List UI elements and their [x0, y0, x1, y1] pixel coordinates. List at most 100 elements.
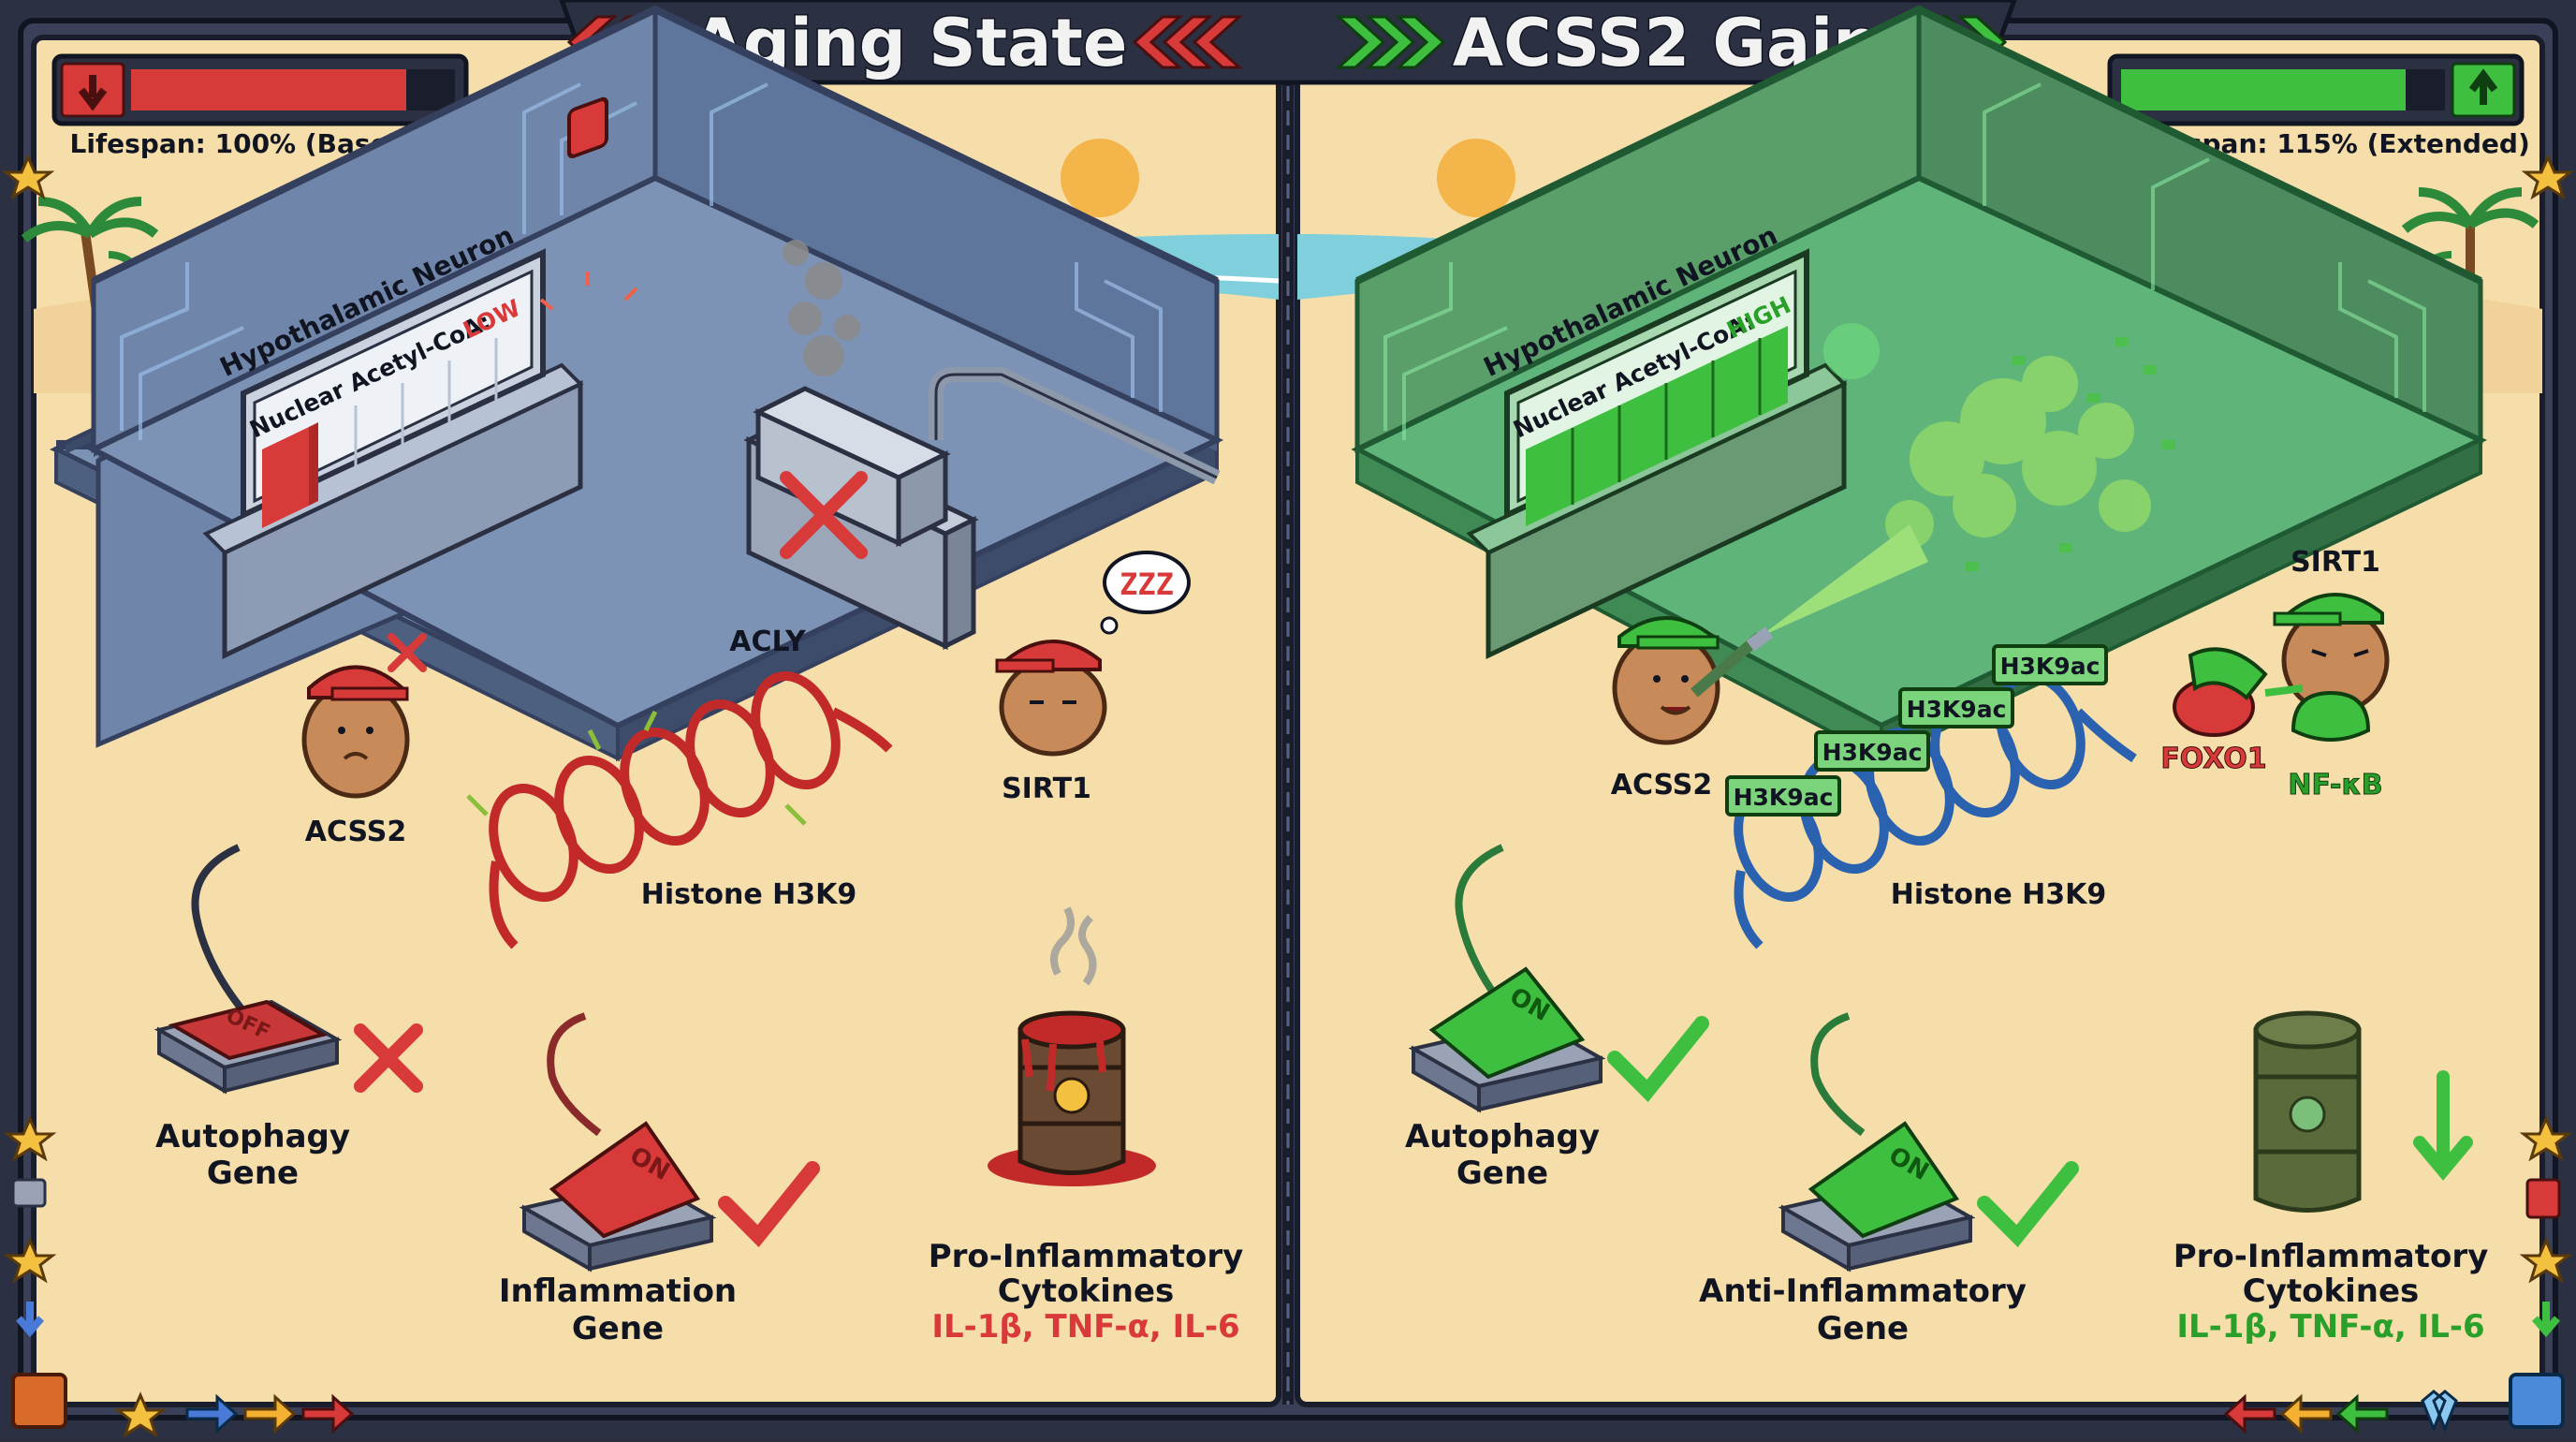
wall-circuits: [120, 82, 1163, 440]
red-check-icon: [718, 1161, 820, 1247]
battery-icon: [2525, 1178, 2561, 1219]
arrow-left-icon: [2335, 1393, 2389, 1435]
right-title: ACSS2 Gain: [1453, 5, 1880, 81]
barrel-gain: [2253, 1010, 2362, 1213]
red-x-icon: [780, 471, 868, 559]
heart-gem-icon: [2421, 1390, 2458, 1434]
gain-cytokines-label-2: Cytokines: [2243, 1273, 2420, 1310]
anti-inflammatory-on-switch: ON: [1778, 1121, 1976, 1273]
inflammation-on-switch: ON: [519, 1121, 717, 1273]
fumes-icon: [1050, 906, 1097, 986]
sirt1-character-aging: [995, 640, 1107, 757]
aging-console: [202, 248, 584, 659]
star-icon: [113, 1391, 168, 1438]
acetyl-low-fill: [262, 427, 309, 528]
menu-icon: [2509, 1373, 2565, 1429]
arrow-down-icon: [2531, 1302, 2561, 1338]
star-icon: [3, 1237, 57, 1284]
arrow-down-icon: [78, 75, 108, 111]
arrow-down-icon: [15, 1302, 45, 1338]
status-light-icon: [1823, 323, 1880, 379]
gain-acss2-label: ACSS2: [1611, 769, 1713, 802]
aging-sirt1-label: SIRT1: [1002, 772, 1091, 805]
gain-cytokines-label-1: Pro-Inflammatory: [2174, 1238, 2489, 1275]
gain-autophagy-label-2: Gene: [1456, 1155, 1548, 1192]
aging-cytokines-list: IL-1β, TNF-α, IL-6: [931, 1308, 1239, 1346]
wall-circuits: [1383, 82, 2426, 440]
arrow-right-icon: [301, 1393, 355, 1435]
nfkb-label: NF-κB: [2288, 769, 2382, 802]
star-icon: [2519, 1237, 2573, 1284]
aging-autophagy-label-2: Gene: [207, 1155, 299, 1192]
lifespan-fill-right: [2121, 69, 2406, 110]
gain-cytokines-list: IL-1β, TNF-α, IL-6: [2176, 1308, 2484, 1346]
aging-cytokines-label-2: Cytokines: [998, 1273, 1175, 1310]
star-icon: [2519, 1115, 2573, 1162]
inflammation-label-1: Inflammation: [499, 1273, 737, 1310]
acly-label: ACLY: [729, 625, 807, 658]
cable: [1810, 1012, 1866, 1137]
h3k9ac-tags: H3K9ac H3K9ac H3K9ac H3K9ac: [1725, 644, 2108, 817]
off-switch: OFF: [154, 999, 343, 1095]
star-icon: [2521, 154, 2575, 200]
title-bar: Aging State ACSS2 Gain: [559, 0, 2017, 85]
sleep-text: ZZZ: [1120, 566, 1174, 602]
acetyl-spray-icon: [1760, 356, 2151, 637]
aging-acss2-label: ACSS2: [305, 816, 407, 848]
small-x-icon: [388, 633, 427, 672]
sun-icon: [1437, 139, 1515, 217]
cable: [1455, 844, 1511, 1014]
lock-icon: [11, 1178, 47, 1208]
acetyl-high-fill: [1526, 326, 1788, 526]
star-icon: [1, 154, 55, 200]
right-lifespan-bar: Lifespan: 115% (Extended): [2107, 53, 2530, 159]
h3k9ac-tag-1: H3K9ac: [1734, 784, 1834, 811]
aging-floor: [87, 174, 1224, 729]
aging-histone-label: Histone H3K9: [641, 878, 856, 911]
switch-x-icon: [354, 1023, 423, 1093]
arrow-left-icon: [2279, 1393, 2333, 1435]
anti-inflammatory-label-1: Anti-Inflammatory: [1699, 1273, 2027, 1310]
gain-console: [1466, 248, 1848, 659]
lifespan-fill-left: [131, 69, 406, 110]
green-check-icon: [1607, 1016, 1709, 1102]
gain-autophagy-label-1: Autophagy: [1405, 1118, 1600, 1155]
aging-autophagy-label-1: Autophagy: [155, 1118, 350, 1155]
arrow-left-icon: [2223, 1393, 2276, 1435]
aging-cytokines-label-1: Pro-Inflammatory: [929, 1238, 1244, 1275]
frame-decorations: [1, 154, 2575, 1438]
foxo1-icon: [2173, 647, 2268, 737]
inflammation-label-2: Gene: [572, 1310, 664, 1347]
acetyl-particles: [1966, 337, 2175, 571]
acss2-character-aging: [301, 665, 410, 799]
alarm-light-icon: [539, 96, 638, 311]
gain-sirt1-label: SIRT1: [2291, 546, 2380, 579]
gain-histone-label: Histone H3K9: [1891, 878, 2106, 911]
arrow-right-icon: [185, 1393, 239, 1435]
smoke-icon: [783, 240, 860, 376]
sun-icon: [1061, 139, 1139, 217]
star-icon: [3, 1115, 57, 1162]
sleep-bubble: ZZZ: [1100, 551, 1191, 635]
anti-inflammatory-label-2: Gene: [1817, 1310, 1909, 1347]
arrow-right-icon: [243, 1393, 297, 1435]
h3k9ac-tag-4: H3K9ac: [2000, 653, 2100, 680]
hazard-icon: [2289, 1096, 2326, 1133]
h3k9ac-tag-3: H3K9ac: [1907, 696, 2007, 723]
nfkb-icon: [2264, 684, 2371, 742]
h3k9ac-tag-2: H3K9ac: [1822, 739, 1923, 766]
arrow-up-icon: [2468, 68, 2498, 105]
histone-coil-aging: [466, 670, 893, 949]
arrow-down-icon: [2413, 1070, 2473, 1181]
foxo1-label: FOXO1: [2160, 743, 2266, 775]
toxic-barrel-aging: [988, 906, 1156, 1186]
badge-icon: [11, 1373, 67, 1429]
cable: [547, 1012, 602, 1137]
hazard-icon: [1053, 1077, 1090, 1114]
acss2-character-gain: [1612, 616, 1774, 745]
cable: [191, 844, 247, 1014]
green-check-icon: [1977, 1161, 2079, 1247]
sirt1-character-gain: [2273, 593, 2390, 714]
